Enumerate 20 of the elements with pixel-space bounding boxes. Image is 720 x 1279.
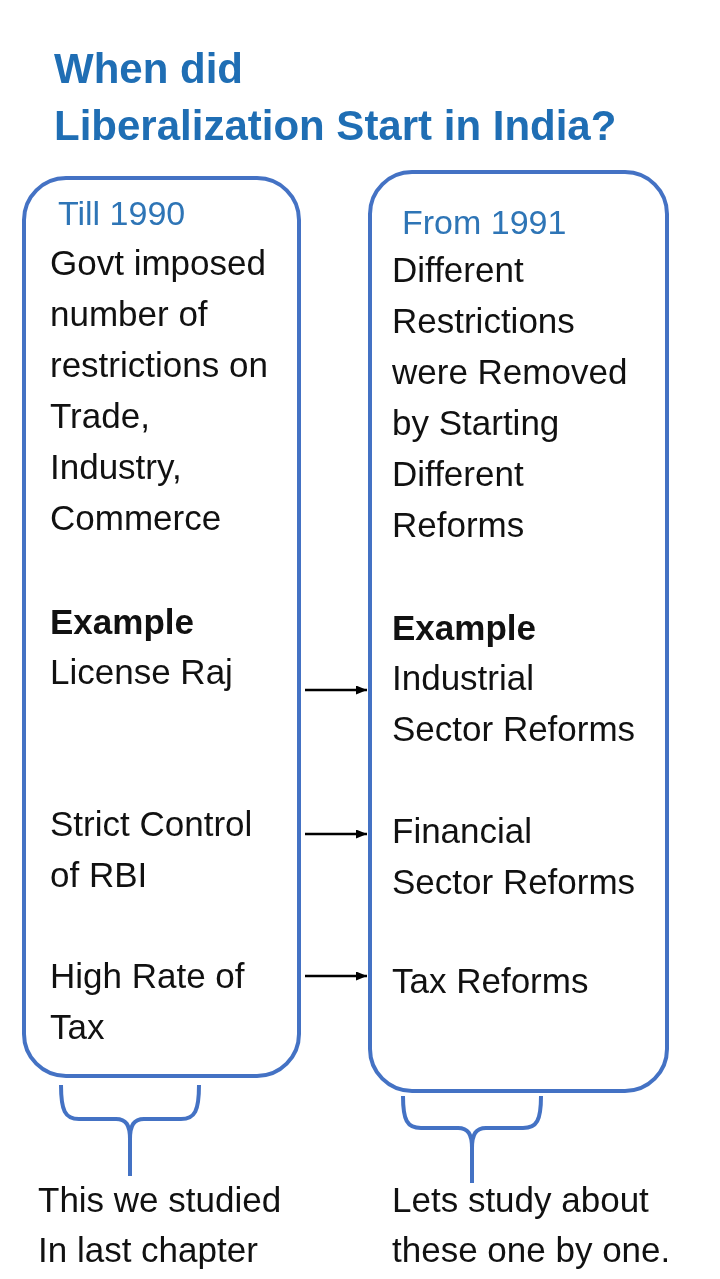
panel-text: Govt imposed number of restrictions on Trade, Industry, Commerce	[50, 242, 269, 539]
list-item-text: Tax Reforms	[392, 960, 589, 1002]
title: When did Liberalization Start in India?	[54, 44, 618, 151]
arrow	[305, 685, 367, 695]
annotation-text: Lets study about these one by one.	[392, 1179, 672, 1271]
panel-heading: Till 1990	[58, 193, 186, 233]
arrow	[305, 971, 367, 981]
list-item-text: Financial Sector Reforms	[392, 810, 637, 903]
subheading: Example	[50, 601, 194, 643]
panel-heading: From 1991	[402, 202, 567, 242]
list-item-text: Strict Control of RBI	[50, 803, 254, 896]
arrow	[305, 829, 367, 839]
panel-text: Different Restrictions were Removed by Starting Different Reforms	[392, 249, 629, 546]
list-item-text: Industrial Sector Reforms	[392, 657, 637, 750]
rounded-panel	[22, 176, 301, 1078]
list-item-text: High Rate of Tax	[50, 955, 246, 1048]
rounded-panel	[368, 170, 669, 1093]
annotation-text: This we studied In last chapter	[38, 1179, 283, 1271]
list-item-text: License Raj	[50, 651, 233, 693]
subheading: Example	[392, 607, 536, 649]
